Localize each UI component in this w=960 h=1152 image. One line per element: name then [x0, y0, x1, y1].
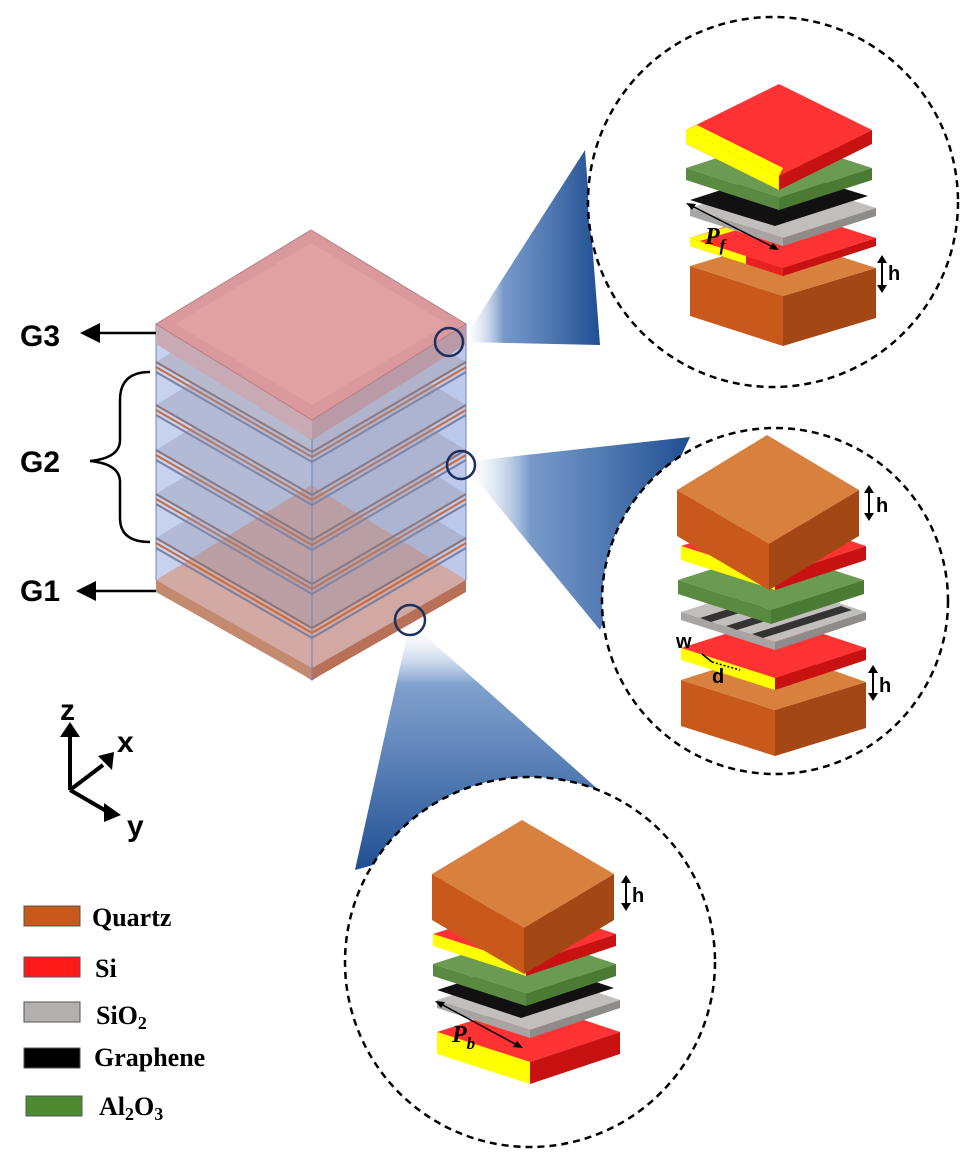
legend-item-sio2: SiO2 [23, 1001, 147, 1033]
axes-triad: z x y [60, 694, 144, 843]
legend: Quartz Si SiO2 Graphene Al2O3 [23, 903, 205, 1124]
dim-h-bottom: h [632, 885, 644, 907]
dim-h-top: h [888, 263, 900, 285]
dim-pf: Pf [704, 224, 728, 255]
legend-item-al2o3: Al2O3 [25, 1092, 163, 1124]
svg-text:Graphene: Graphene [94, 1043, 205, 1072]
svg-text:Si: Si [95, 954, 117, 983]
svg-text:Quartz: Quartz [92, 903, 171, 932]
callout-top: Pf h [586, 15, 960, 389]
callout-beam-top [462, 150, 600, 345]
bottom-quartz-right [312, 580, 466, 680]
legend-item-si: Si [23, 954, 117, 983]
dim-h-middle-lower: h [879, 675, 891, 697]
top-quartz-inner [175, 243, 448, 405]
legend-item-quartz: Quartz [23, 903, 171, 932]
axis-z-label: z [60, 694, 75, 727]
label-g3: G3 [20, 320, 60, 353]
top-quartz-right [312, 324, 466, 440]
dim-h-middle-upper: h [876, 495, 888, 517]
bottom-quartz-left [156, 580, 312, 680]
dim-pb: Pb [451, 1022, 475, 1053]
callout-middle: h h w d [600, 426, 950, 776]
zoom-marker-top [433, 326, 465, 358]
group-labels: G3 G2 G1 [20, 320, 156, 608]
svg-text:Al2O3: Al2O3 [99, 1092, 163, 1124]
bottom-quartz-top [156, 485, 466, 668]
label-g2: G2 [20, 446, 60, 479]
legend-item-graphene: Graphene [23, 1043, 205, 1072]
axis-x-label: x [117, 726, 134, 759]
top-quartz-left [156, 324, 312, 440]
svg-text:SiO2: SiO2 [96, 1001, 147, 1033]
g2-brace [89, 370, 151, 544]
dim-d: d [712, 666, 724, 688]
layer-stack [155, 229, 467, 681]
callout-beam-middle [462, 437, 690, 630]
axis-y-label: y [127, 810, 144, 843]
dim-w: w [675, 631, 692, 653]
zoom-marker-bottom [393, 603, 427, 637]
label-g1: G1 [20, 575, 60, 608]
callout-bottom: Pb h [343, 775, 717, 1149]
zoom-marker-middle [445, 449, 477, 481]
